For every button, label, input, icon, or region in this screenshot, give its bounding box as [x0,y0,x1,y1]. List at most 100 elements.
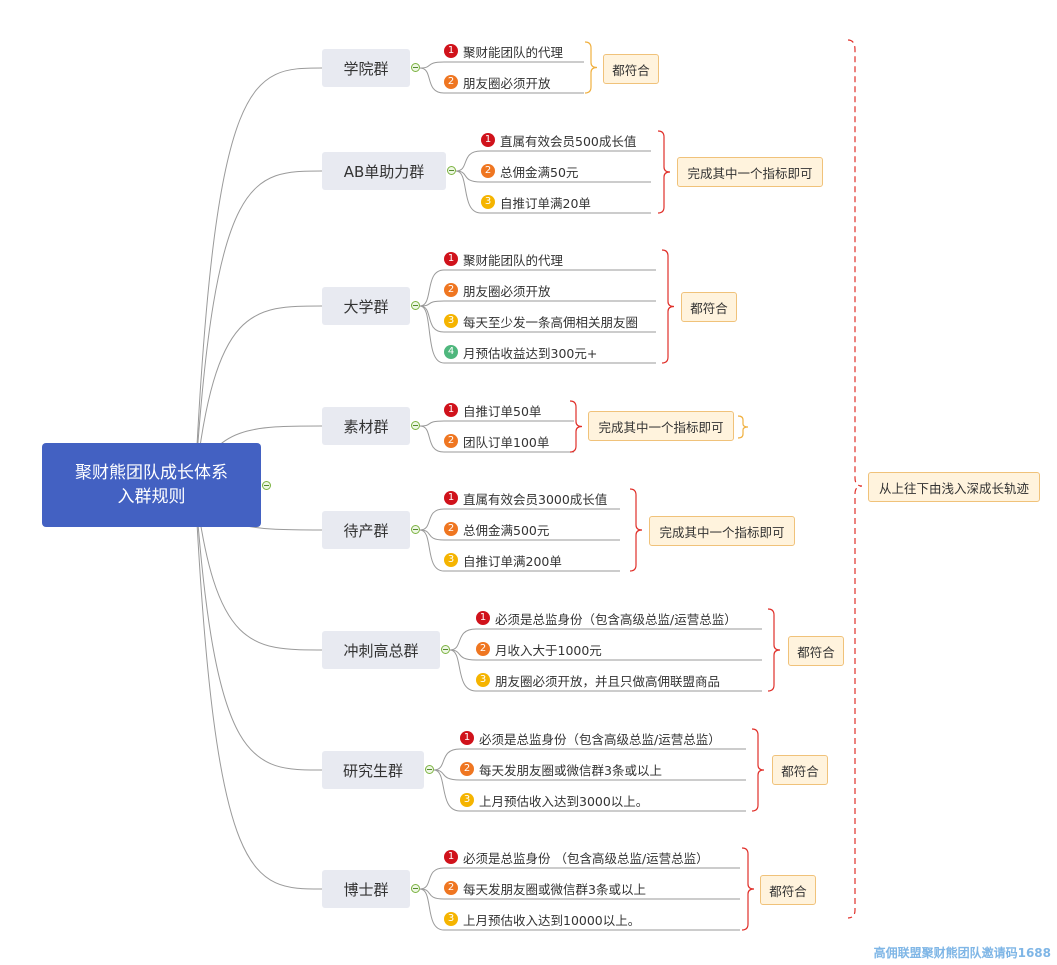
item-branch-line [419,61,584,69]
item-branch-line [433,769,746,781]
summary-bracket [629,488,643,572]
number-2-icon: 2 [444,881,458,895]
item-branch-line [455,150,651,172]
root-title-line2: 入群规则 [117,487,186,507]
number-3-icon: 3 [444,314,458,328]
item-branch-line [419,420,574,427]
number-1-icon: 1 [476,611,490,625]
item-branch-line [419,269,656,307]
number-2-icon: 2 [444,283,458,297]
item-branch-line [419,867,740,890]
group-ab-zhuli[interactable]: AB单助力群 [322,152,446,190]
watermark: 高佣联盟聚财熊团队邀请码1688 [873,946,1051,960]
number-1-icon: 1 [460,731,474,745]
summary-bracket [661,249,675,364]
summary-bracket [751,728,765,812]
summary-label[interactable]: 都符合 [681,292,737,322]
summary-label[interactable]: 完成其中一个指标即可 [588,411,734,441]
item-branch-line [433,748,746,771]
item-branch-line [419,888,740,931]
item-branch-line [419,300,656,307]
collapse-icon[interactable] [425,765,434,774]
summary-label[interactable]: 都符合 [772,755,828,785]
number-4-icon: 4 [444,345,458,359]
number-2-icon: 2 [444,522,458,536]
group-sucai[interactable]: 素材群 [322,407,410,445]
number-2-icon: 2 [444,434,458,448]
number-3-icon: 3 [444,912,458,926]
item-branch-line [419,305,656,364]
group-chongci-gaozong[interactable]: 冲刺高总群 [322,631,440,669]
root-branch-line [194,484,323,890]
item-branch-line [419,305,656,333]
summary-label[interactable]: 完成其中一个指标即可 [677,157,823,187]
root-collapse-icon[interactable] [262,481,271,490]
summary-label[interactable]: 都符合 [788,636,844,666]
collapse-icon[interactable] [411,884,420,893]
number-1-icon: 1 [444,850,458,864]
collapse-icon[interactable] [411,525,420,534]
root-branch-line [194,67,323,486]
summary-bracket [737,415,749,439]
root-branch-line [194,305,323,486]
number-2-icon: 2 [460,762,474,776]
root-branch-line [194,484,323,651]
item-branch-line [455,170,651,214]
number-3-icon: 3 [444,553,458,567]
collapse-icon[interactable] [411,421,420,430]
collapse-icon[interactable] [411,301,420,310]
group-daxue[interactable]: 大学群 [322,287,410,325]
number-3-icon: 3 [476,673,490,687]
collapse-icon[interactable] [411,63,420,72]
group-boshi[interactable]: 博士群 [322,870,410,908]
item-branch-line [419,67,584,94]
item-branch-line [419,425,574,453]
item-branch-line [455,170,651,183]
number-1-icon: 1 [481,133,495,147]
overall-bracket [847,39,863,919]
item-branch-line [449,628,762,651]
overall-note[interactable]: 从上往下由浅入深成长轨迹 [868,472,1040,502]
group-xueyuan[interactable]: 学院群 [322,49,410,87]
group-daichan[interactable]: 待产群 [322,511,410,549]
collapse-icon[interactable] [441,645,450,654]
item-branch-line [419,888,740,900]
number-2-icon: 2 [476,642,490,656]
item-branch-line [449,649,762,692]
number-3-icon: 3 [481,195,495,209]
summary-label[interactable]: 都符合 [760,875,816,905]
collapse-icon[interactable] [447,166,456,175]
item-branch-line [419,508,620,531]
group-yanjiusheng[interactable]: 研究生群 [322,751,424,789]
number-1-icon: 1 [444,491,458,505]
summary-bracket [584,41,598,94]
summary-label[interactable]: 完成其中一个指标即可 [649,516,795,546]
root-branch-line [194,170,323,486]
root-topic[interactable]: 聚财熊团队成长体系 入群规则 [42,443,261,527]
item-branch-line [449,649,762,661]
item-branch-line [419,529,620,572]
summary-label[interactable]: 都符合 [603,54,659,84]
summary-bracket [569,400,583,453]
